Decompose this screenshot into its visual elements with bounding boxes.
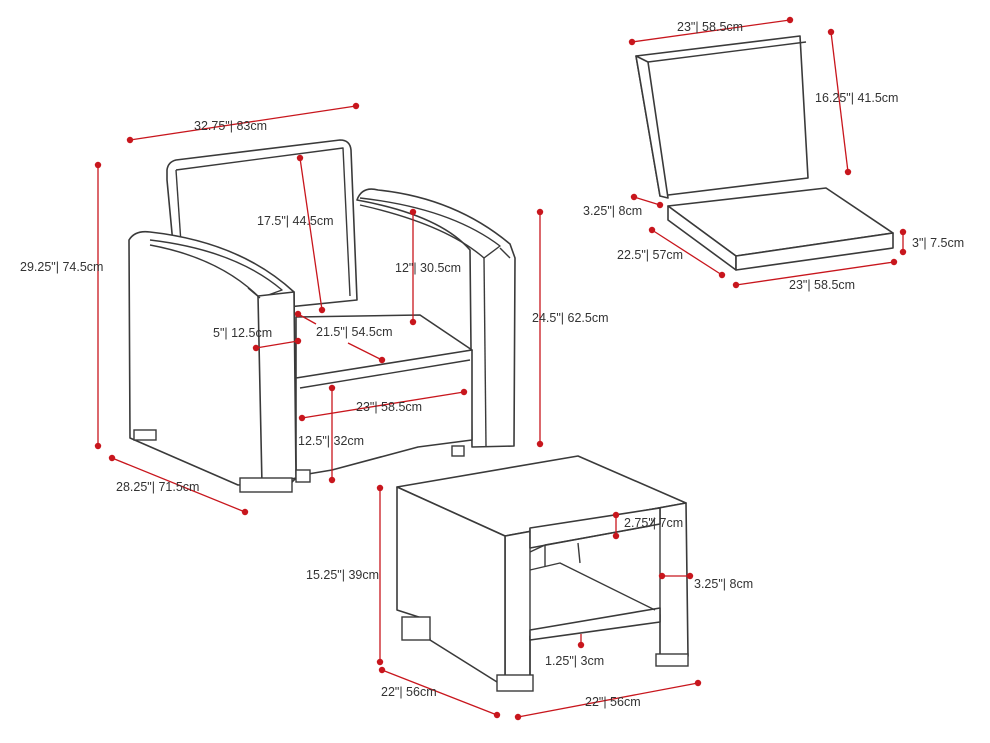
label-chair-width: 32.75"| 83cm bbox=[194, 119, 268, 133]
label-table-leg: 3.25"| 8cm bbox=[694, 577, 754, 591]
dim-table-width bbox=[517, 682, 699, 718]
label-chair-depth: 28.25"| 71.5cm bbox=[116, 480, 200, 494]
dim-seat-cushion-width bbox=[735, 261, 895, 286]
chair-seat bbox=[295, 314, 473, 477]
table-front bbox=[396, 486, 689, 688]
dim-arm-width bbox=[255, 340, 299, 349]
chair-left-arm bbox=[128, 230, 311, 493]
label-arm-width: 5"| 12.5cm bbox=[213, 326, 273, 340]
label-arm-height: 24.5"| 62.5cm bbox=[532, 311, 609, 325]
label-table-height: 15.25"| 39cm bbox=[306, 568, 380, 582]
dim-chair-width bbox=[129, 105, 357, 141]
table-legs bbox=[401, 616, 689, 692]
label-seat-cushion-thickness: 3"| 7.5cm bbox=[912, 236, 965, 250]
label-back-height: 17.5"| 44.5cm bbox=[257, 214, 334, 228]
dim-seat-width bbox=[301, 391, 465, 419]
label-seat-depth: 21.5"| 54.5cm bbox=[316, 325, 393, 339]
label-back-cushion-width: 23"| 58.5cm bbox=[677, 20, 744, 34]
label-table-apron: 2.75"| 7cm bbox=[624, 516, 684, 530]
dim-chair-depth bbox=[111, 457, 246, 513]
label-seat-cushion-depth: 22.5"| 57cm bbox=[617, 248, 684, 262]
back-cushion bbox=[635, 35, 809, 199]
chair-right-arm bbox=[356, 188, 516, 457]
label-chair-height: 29.25"| 74.5cm bbox=[20, 260, 104, 274]
cushions-drawing bbox=[635, 35, 894, 271]
label-table-width: 22"| 56cm bbox=[585, 695, 641, 709]
label-table-depth: 22"| 56cm bbox=[381, 685, 437, 699]
dim-back-cushion-width bbox=[631, 19, 791, 43]
label-seat-cushion-width: 23"| 58.5cm bbox=[789, 278, 856, 292]
dimension-lines bbox=[94, 16, 907, 721]
dim-seat-depth-b bbox=[347, 342, 383, 361]
dim-seat-cushion-depth bbox=[651, 229, 723, 276]
label-seat-width: 23"| 58.5cm bbox=[356, 400, 423, 414]
label-arm-above-seat: 12"| 30.5cm bbox=[395, 261, 462, 275]
chair-drawing bbox=[128, 139, 516, 493]
dim-table-depth bbox=[381, 669, 498, 716]
seat-cushion bbox=[667, 187, 894, 271]
label-back-cushion-thickness: 3.25"| 8cm bbox=[583, 204, 643, 218]
label-seat-height: 12.5"| 32cm bbox=[298, 434, 365, 448]
dim-back-cushion-height bbox=[830, 31, 849, 173]
dim-back-height bbox=[299, 157, 323, 311]
dim-seat-depth-a bbox=[297, 313, 317, 325]
label-back-cushion-height: 16.25"| 41.5cm bbox=[815, 91, 899, 105]
table-drawing bbox=[396, 455, 689, 692]
label-table-shelf: 1.25"| 3cm bbox=[545, 654, 605, 668]
dim-back-cushion-thickness bbox=[633, 196, 661, 206]
